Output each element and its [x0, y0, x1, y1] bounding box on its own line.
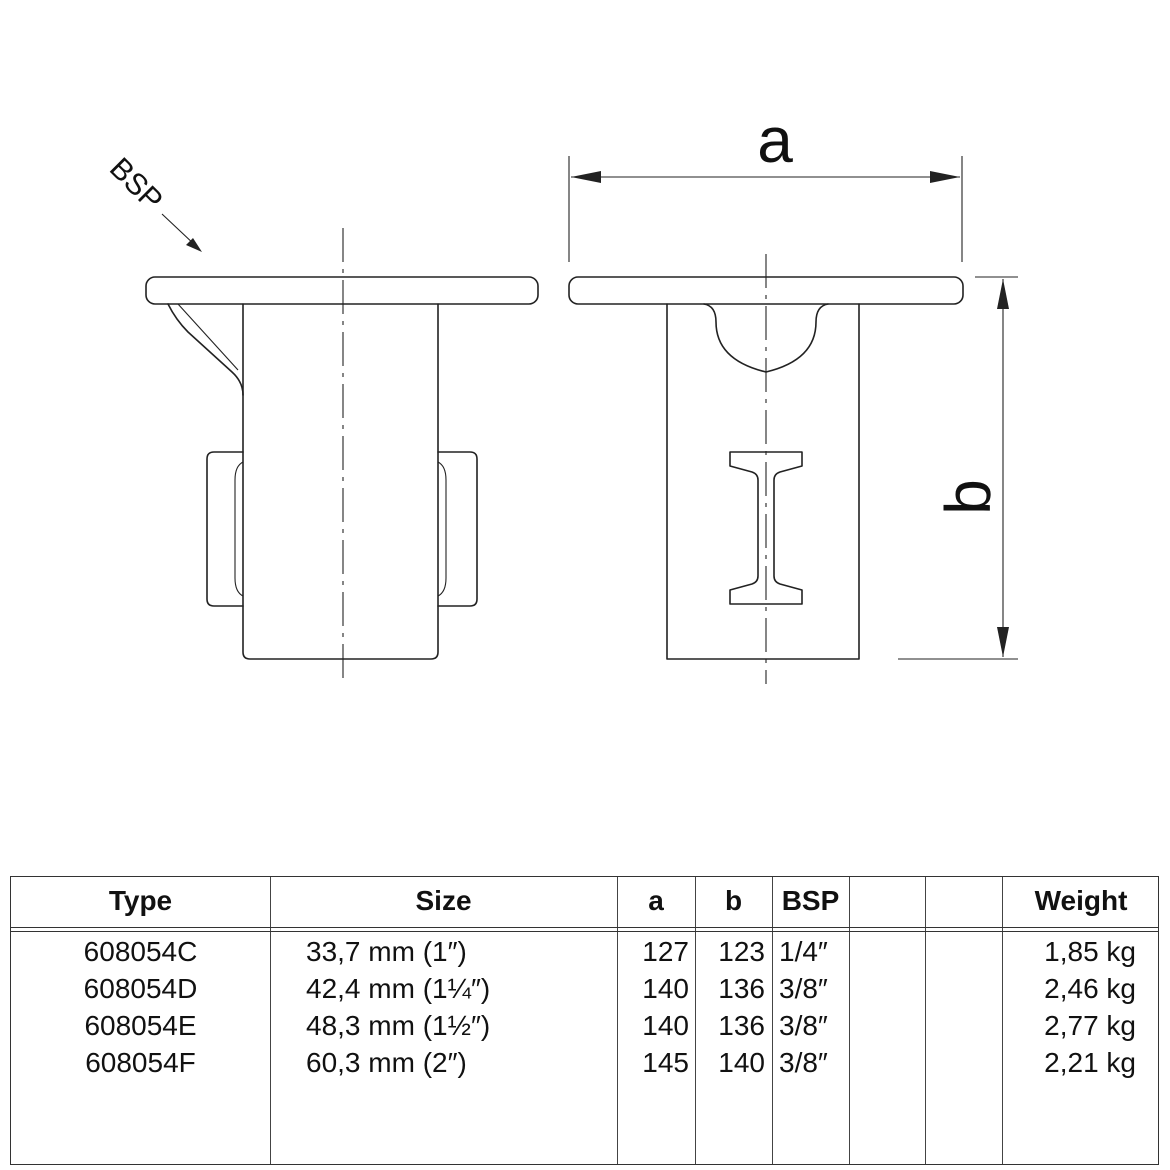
cell-a: 140	[642, 1010, 689, 1041]
header-b: b	[724, 885, 743, 916]
dim-a-label: a	[757, 104, 793, 176]
header-a: a	[648, 885, 664, 916]
side-left-lug	[206, 451, 244, 607]
cell-type: 608054E	[84, 1010, 197, 1041]
cell-type: 608054D	[83, 973, 198, 1004]
spec-table: Type Size a b BSP Weight 608054C 33,7 mm…	[10, 876, 1159, 1165]
technical-drawing: BSP a b	[103, 104, 1018, 684]
cell-b: 123	[718, 936, 765, 967]
bsp-label: BSP	[103, 152, 169, 218]
front-body	[666, 303, 860, 660]
cell-type: 608054F	[85, 1047, 196, 1078]
dim-b-label: b	[932, 479, 1004, 515]
bsp-callout: BSP	[103, 152, 202, 252]
header-size: Size	[415, 885, 472, 916]
cell-a: 127	[642, 936, 689, 967]
side-body	[242, 303, 439, 660]
header-bsp: BSP	[781, 885, 840, 916]
cell-bsp: 1/4″	[779, 936, 828, 967]
cell-a: 140	[642, 973, 689, 1004]
header-weight: Weight	[1034, 885, 1128, 916]
cell-b: 140	[718, 1047, 765, 1078]
cell-size: 60,3 mm (2″)	[306, 1047, 467, 1078]
cell-bsp: 3/8″	[779, 1047, 828, 1078]
cell-size: 48,3 mm (1½″)	[306, 1010, 491, 1041]
side-flange-plate	[145, 276, 539, 305]
dimension-b: b	[898, 276, 1018, 660]
bsp-arrow-head	[186, 238, 202, 252]
cell-b: 136	[718, 1010, 765, 1041]
front-i-slot	[729, 451, 803, 605]
cell-weight: 2,46 kg	[1044, 973, 1136, 1004]
cell-weight: 2,77 kg	[1044, 1010, 1136, 1041]
cell-size: 33,7 mm (1″)	[306, 936, 467, 967]
cell-a: 145	[642, 1047, 689, 1078]
header-type: Type	[108, 885, 173, 916]
cell-size: 42,4 mm (1¼″)	[306, 973, 491, 1004]
side-view	[145, 228, 539, 684]
cell-weight: 1,85 kg	[1044, 936, 1136, 967]
side-gusset	[167, 303, 244, 396]
dimension-a: a	[568, 104, 963, 262]
cell-type: 608054C	[83, 936, 198, 967]
side-right-lug	[437, 451, 478, 607]
front-view	[568, 254, 964, 684]
cell-bsp: 3/8″	[779, 1010, 828, 1041]
cell-weight: 2,21 kg	[1044, 1047, 1136, 1078]
cell-bsp: 3/8″	[779, 973, 828, 1004]
cell-b: 136	[718, 973, 765, 1004]
